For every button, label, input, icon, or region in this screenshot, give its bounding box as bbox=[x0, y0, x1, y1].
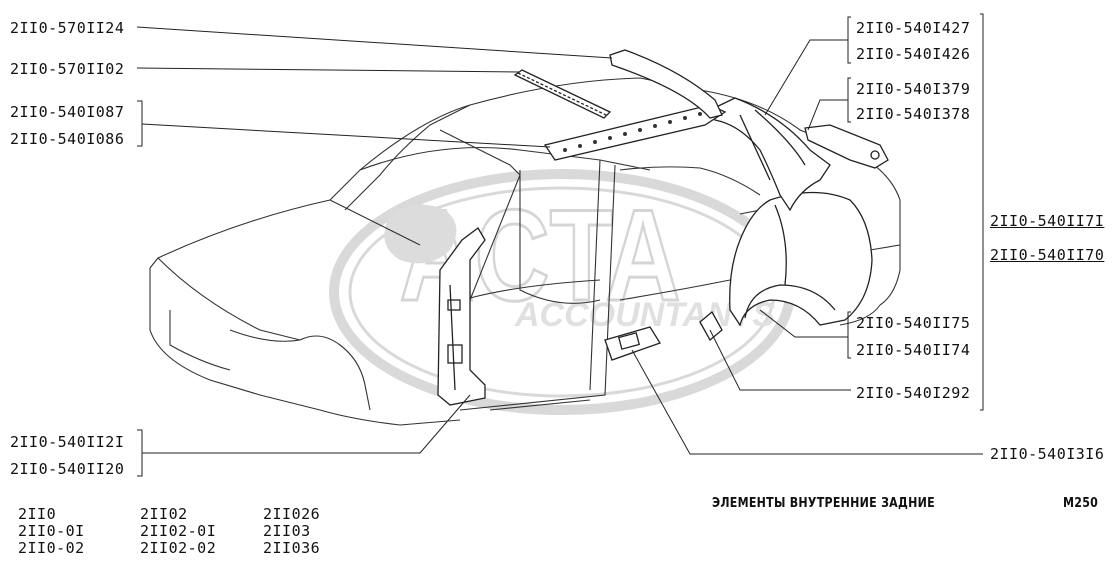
leader-lines bbox=[136, 13, 984, 477]
model-code: 2II026 bbox=[263, 505, 321, 523]
small-bracket-part bbox=[699, 310, 723, 342]
roof-strip-part bbox=[513, 69, 612, 119]
c-pillar-inner-part bbox=[709, 97, 831, 212]
diagram-code: M250 bbox=[1063, 496, 1099, 511]
model-code: 2II0-0I bbox=[18, 522, 85, 540]
callout-part-2: 2II0-570II02 bbox=[10, 60, 125, 78]
callout-part-3b: 2II0-540I086 bbox=[10, 130, 125, 148]
callout-part-4b: 2II0-540I426 bbox=[856, 45, 971, 63]
model-list-3: 2II026 2II03 2II036 bbox=[263, 506, 320, 557]
model-list-2: 2II02 2II02-0I 2II02-02 bbox=[140, 506, 216, 557]
wheel-arch-part bbox=[729, 191, 873, 327]
model-code: 2II0 bbox=[18, 505, 57, 523]
diagram-title: ЭЛЕМЕНТЫ ВНУТРЕННИЕ ЗАДНИЕ bbox=[712, 496, 935, 511]
callout-part-8: 2II0-540I292 bbox=[856, 384, 971, 402]
callout-part-3a: 2II0-540I087 bbox=[10, 103, 125, 121]
callout-part-7a: 2II0-540II75 bbox=[856, 314, 971, 332]
callout-part-7b: 2II0-540II74 bbox=[856, 341, 971, 359]
model-code: 2II02-02 bbox=[140, 539, 217, 557]
callout-part-6a: 2II0-540II7I bbox=[990, 212, 1105, 230]
model-code: 2II02 bbox=[140, 505, 188, 523]
model-code: 2II02-0I bbox=[140, 522, 217, 540]
callout-part-9b: 2II0-540II20 bbox=[10, 460, 125, 478]
roof-rail-part bbox=[543, 104, 727, 161]
callout-part-10: 2II0-540I3I6 bbox=[990, 445, 1105, 463]
callout-part-4a: 2II0-540I427 bbox=[856, 19, 971, 37]
callout-part-6b: 2II0-540II70 bbox=[990, 246, 1105, 264]
callout-part-9a: 2II0-540II2I bbox=[10, 433, 125, 451]
model-code: 2II0-02 bbox=[18, 539, 85, 557]
upper-rail-part bbox=[609, 49, 723, 119]
rear-bracket-part bbox=[804, 124, 889, 169]
model-list-1: 2II0 2II0-0I 2II0-02 bbox=[18, 506, 85, 557]
floor-plate-part bbox=[604, 326, 661, 361]
model-code: 2II036 bbox=[263, 539, 321, 557]
callout-part-5a: 2II0-540I379 bbox=[856, 80, 971, 98]
callout-part-5b: 2II0-540I378 bbox=[856, 105, 971, 123]
model-code: 2II03 bbox=[263, 522, 311, 540]
car-body-outline bbox=[149, 77, 901, 426]
callout-part-1: 2II0-570II24 bbox=[10, 19, 125, 37]
watermark: ACTA ACCOUNTANTS bbox=[329, 169, 795, 415]
b-pillar-part bbox=[437, 227, 486, 406]
